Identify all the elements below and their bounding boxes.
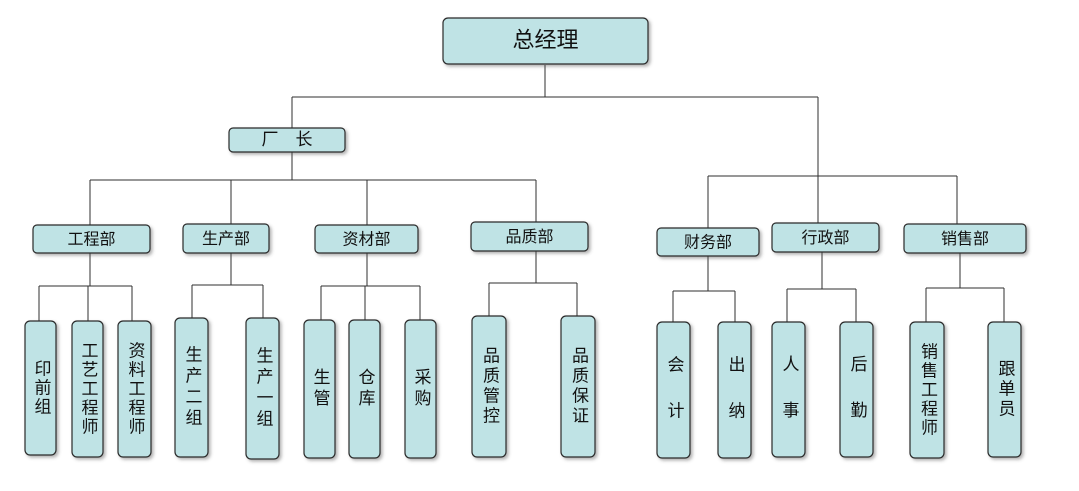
node-engineering-dept: 工程部 [32, 224, 151, 254]
node-finance-dept: 财务部 [656, 227, 760, 257]
connector-finance [672, 256, 736, 322]
connector-sales [925, 253, 1005, 322]
node-label: 资料工程师 [125, 341, 146, 436]
node-quality-dept: 品质部 [470, 221, 589, 252]
node-leaf-order-follower: 跟单员 [987, 321, 1022, 458]
node-production-dept: 生产部 [182, 223, 270, 254]
node-leaf-process-engineer: 工艺工程师 [71, 320, 104, 458]
node-label: 出 纳 [725, 355, 746, 424]
node-leaf-prepress-group: 印前组 [24, 320, 57, 456]
node-administration-dept: 行政部 [771, 222, 880, 253]
node-label: 工艺工程师 [78, 342, 99, 437]
node-label: 总经理 [512, 29, 578, 54]
node-label: 品质保证 [568, 347, 589, 427]
connector-admin-branch [707, 175, 958, 228]
node-label: 跟单员 [995, 360, 1016, 420]
node-label: 工程部 [67, 230, 115, 249]
connector-materials [320, 253, 421, 320]
node-sales-dept: 销售部 [903, 223, 1027, 254]
node-leaf-warehouse: 仓库 [348, 319, 381, 459]
node-label: 生产一组 [253, 346, 274, 430]
connector-quality [488, 251, 578, 316]
node-label: 厂 长 [262, 130, 313, 150]
node-leaf-production-group-1: 生产一组 [245, 317, 280, 460]
node-label: 采购 [411, 368, 432, 410]
node-leaf-production-control: 生管 [303, 319, 336, 459]
node-leaf-purchasing: 采购 [404, 319, 437, 459]
node-label: 后 勤 [847, 355, 868, 424]
node-label: 生管 [310, 368, 331, 410]
node-leaf-sales-engineer: 销售工程师 [909, 321, 945, 459]
connector-factory-director [89, 152, 537, 225]
connector-lines [38, 65, 1005, 322]
node-label: 品质管控 [479, 347, 500, 427]
node-leaf-production-group-2: 生产二组 [174, 317, 209, 458]
node-label: 行政部 [801, 228, 849, 247]
node-leaf-quality-assurance: 品质保证 [560, 315, 596, 458]
node-label: 销售部 [941, 229, 989, 248]
node-factory-director: 厂 长 [228, 127, 346, 153]
node-label: 生产部 [202, 229, 250, 248]
node-leaf-data-engineer: 资料工程师 [117, 320, 152, 458]
node-leaf-quality-control: 品质管控 [471, 315, 507, 458]
connector-engineering [38, 253, 133, 321]
node-label: 人 事 [779, 355, 800, 424]
node-leaf-cashier: 出 纳 [717, 321, 752, 459]
node-leaf-logistics: 后 勤 [839, 321, 874, 458]
node-label: 品质部 [505, 227, 553, 246]
connector-root [291, 65, 819, 223]
connector-administration [786, 252, 857, 322]
node-label: 生产二组 [182, 345, 203, 429]
node-leaf-accountant: 会 计 [656, 321, 691, 459]
node-general-manager: 总经理 [442, 17, 649, 65]
node-label: 财务部 [684, 233, 732, 252]
node-label: 仓库 [355, 368, 376, 410]
node-label: 印前组 [31, 359, 52, 416]
node-label: 销售工程师 [917, 342, 938, 437]
connector-production [191, 253, 264, 318]
node-leaf-human-resources: 人 事 [771, 321, 806, 458]
node-label: 会 计 [664, 355, 685, 424]
node-materials-dept: 资材部 [314, 224, 419, 254]
node-label: 资材部 [342, 230, 390, 249]
